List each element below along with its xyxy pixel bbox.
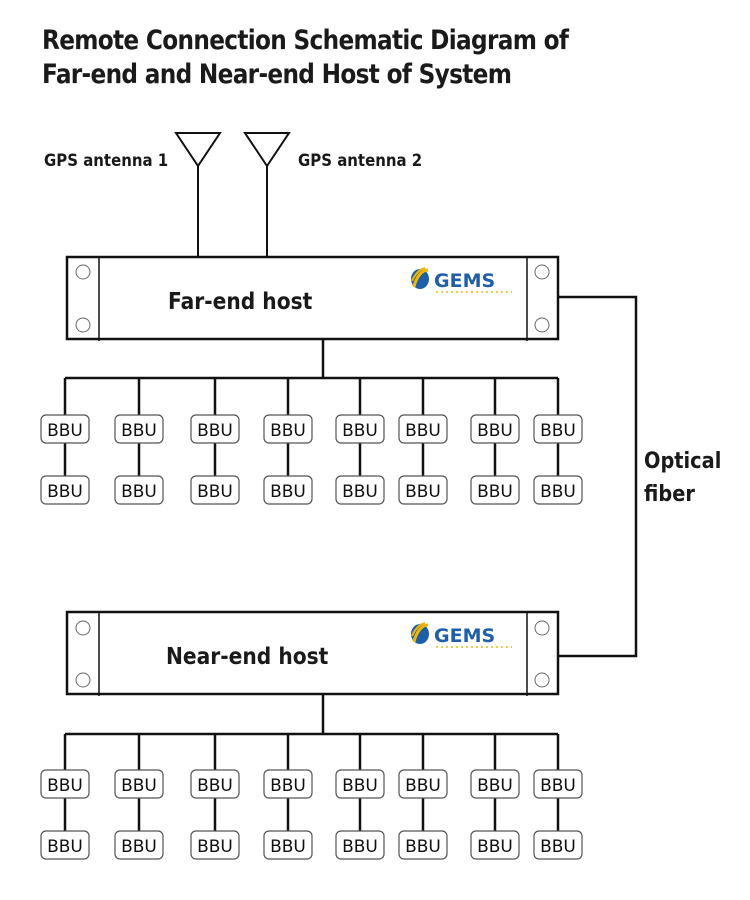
far-end-bbu-node: BBU (470, 414, 520, 444)
bbu-label: BBU (121, 421, 157, 441)
antenna-icon (243, 132, 291, 168)
bbu-label: BBU (405, 482, 441, 502)
logo-text: GEMS (434, 270, 495, 292)
gps-antenna-2-label: GPS antenna 2 (298, 150, 422, 170)
near-end-bbu-node: BBU (470, 769, 520, 799)
bbu-label: BBU (197, 482, 233, 502)
far-end-bbu-node: BBU (40, 414, 90, 444)
diagram-title: Remote Connection Schematic Diagram of F… (42, 24, 569, 92)
near-end-bbu-node: BBU (398, 769, 448, 799)
far-end-bbu-node: BBU (40, 475, 90, 505)
bbu-label: BBU (342, 776, 378, 796)
gps-antenna-1-label: GPS antenna 1 (44, 150, 168, 170)
near-end-host-label: Near-end host (166, 644, 328, 671)
title-line-2: Far-end and Near-end Host of System (42, 59, 512, 90)
near-end-bbu-group: BBU BBU BBU BBU BBU BBU BBU BBU BBU BBU BBU BBU BBU B… (40, 694, 583, 860)
bbu-label: BBU (121, 837, 157, 857)
bbu-label: BBU (405, 837, 441, 857)
far-end-bbu-node: BBU (470, 475, 520, 505)
far-end-bbu-node: BBU (335, 475, 385, 505)
title-line-1: Remote Connection Schematic Diagram of (42, 25, 569, 56)
far-end-host-label: Far-end host (168, 289, 312, 316)
bbu-label: BBU (342, 482, 378, 502)
bbu-label: BBU (121, 482, 157, 502)
bbu-label: BBU (477, 482, 513, 502)
bbu-label: BBU (121, 776, 157, 796)
optical-fiber-label-1: Optical (644, 448, 721, 473)
far-end-host: Far-end host GEMS (65, 255, 560, 341)
bbu-label: BBU (477, 776, 513, 796)
near-end-bbu-node: BBU (335, 830, 385, 860)
bbu-label: BBU (540, 776, 576, 796)
bbu-label: BBU (47, 776, 83, 796)
bbu-label: BBU (270, 837, 306, 857)
optical-fiber-label-2: fiber (644, 481, 696, 506)
bbu-label: BBU (405, 776, 441, 796)
gps-antenna-1: GPS antenna 1 (44, 132, 222, 258)
far-end-bbu-group: BBU BBU BBU BBU BBU BBU BBU BBU BBU BBU BBU BBU BBU B… (40, 339, 583, 505)
bbu-label: BBU (477, 837, 513, 857)
bbu-label: BBU (47, 837, 83, 857)
optical-fiber-link: Optical fiber (558, 295, 721, 658)
far-end-bbu-node: BBU (533, 475, 583, 505)
near-end-bbu-node: BBU (533, 830, 583, 860)
far-end-bbu-node: BBU (398, 414, 448, 444)
gps-antenna-2: GPS antenna 2 (243, 132, 422, 258)
bbu-label: BBU (197, 776, 233, 796)
bbu-label: BBU (477, 421, 513, 441)
far-end-bbu-node: BBU (263, 414, 313, 444)
gems-logo-icon: GEMS (409, 621, 512, 648)
near-end-bbu-node: BBU (470, 830, 520, 860)
near-end-bbu-node: BBU (40, 769, 90, 799)
bbu-label: BBU (270, 421, 306, 441)
bbu-label: BBU (197, 837, 233, 857)
near-end-host: Near-end host GEMS (65, 610, 560, 696)
far-end-bbu-node: BBU (533, 414, 583, 444)
gems-logo-icon: GEMS (409, 266, 512, 293)
near-end-bbu-node: BBU (190, 830, 240, 860)
far-end-bbu-node: BBU (398, 475, 448, 505)
bbu-label: BBU (197, 421, 233, 441)
near-end-bbu-node: BBU (533, 769, 583, 799)
bbu-label: BBU (342, 421, 378, 441)
near-end-bbu-node: BBU (114, 830, 164, 860)
near-end-bbu-node: BBU (40, 830, 90, 860)
near-end-bbu-node: BBU (190, 769, 240, 799)
far-end-bbu-node: BBU (190, 414, 240, 444)
bbu-label: BBU (47, 421, 83, 441)
far-end-bbu-node: BBU (190, 475, 240, 505)
near-end-bbu-node: BBU (398, 830, 448, 860)
near-end-bbu-node: BBU (263, 830, 313, 860)
bbu-label: BBU (270, 482, 306, 502)
bbu-label: BBU (270, 776, 306, 796)
bbu-label: BBU (540, 421, 576, 441)
bbu-label: BBU (47, 482, 83, 502)
bbu-label: BBU (405, 421, 441, 441)
antenna-icon (174, 132, 222, 168)
bbu-label: BBU (540, 837, 576, 857)
logo-text: GEMS (434, 625, 495, 647)
far-end-bbu-node: BBU (114, 414, 164, 444)
far-end-bbu-node: BBU (114, 475, 164, 505)
bbu-label: BBU (540, 482, 576, 502)
near-end-bbu-node: BBU (263, 769, 313, 799)
far-end-bbu-node: BBU (263, 475, 313, 505)
near-end-bbu-node: BBU (114, 769, 164, 799)
far-end-bbu-node: BBU (335, 414, 385, 444)
near-end-bbu-node: BBU (335, 769, 385, 799)
bbu-label: BBU (342, 837, 378, 857)
